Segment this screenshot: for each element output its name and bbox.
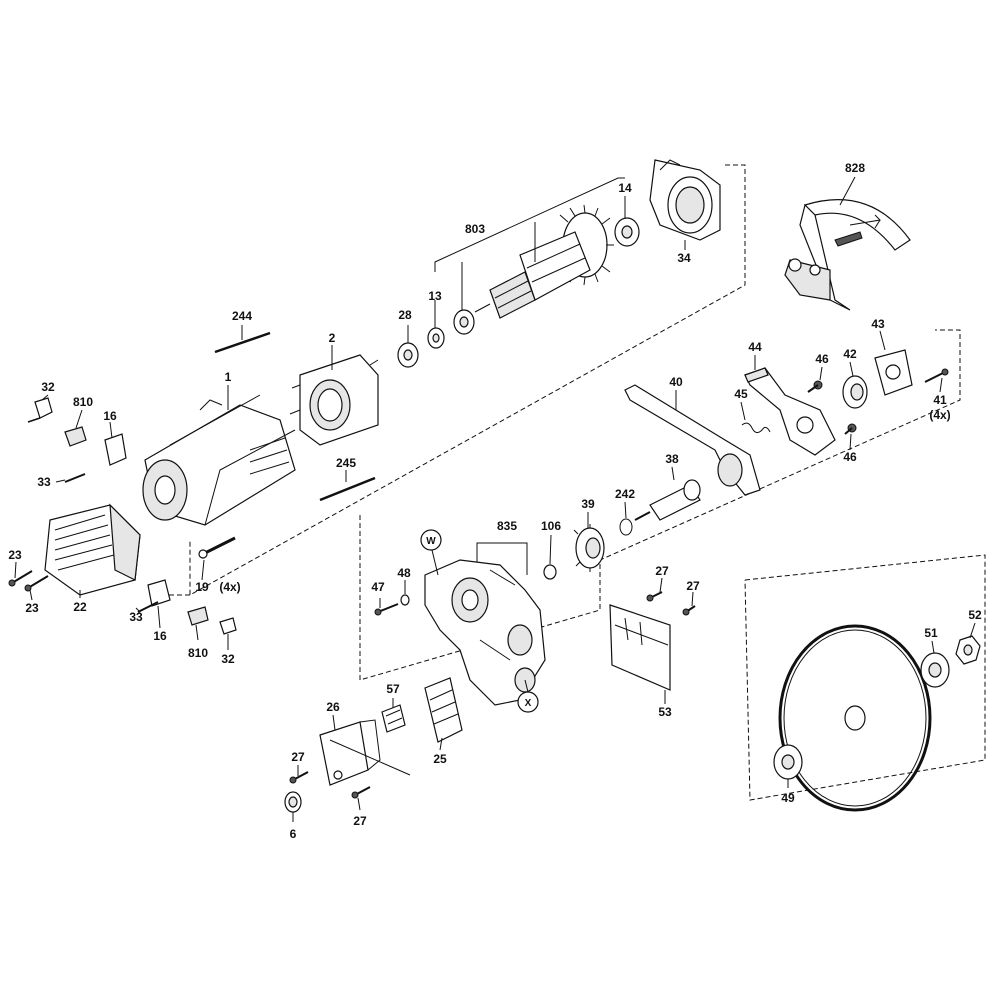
screw-47-washer-48: [374, 594, 410, 616]
cover-plate-part: [609, 604, 671, 691]
label-52: 52: [968, 608, 982, 622]
gear-housing-part: [424, 559, 546, 706]
washer-13-part: [427, 309, 475, 349]
field-coil-part: [289, 354, 379, 446]
brush-assembly-lower: [137, 579, 237, 635]
screw-27-upper: [646, 591, 696, 616]
label-32-upper: 32: [41, 380, 55, 394]
callout-X-text: X: [525, 698, 532, 709]
motor-housing-part: [142, 394, 296, 526]
label-51: 51: [924, 626, 938, 640]
label-23-a: 23: [8, 548, 22, 562]
label-27-b: 27: [686, 579, 700, 593]
label-28: 28: [398, 308, 412, 322]
label-828: 828: [845, 161, 865, 175]
screw-46-parts: [807, 380, 857, 435]
label-40: 40: [669, 375, 683, 389]
label-27-d: 27: [353, 814, 367, 828]
label-39: 39: [581, 497, 595, 511]
gear-part: [573, 524, 605, 572]
label-242: 242: [615, 487, 635, 501]
connector-part: [381, 704, 406, 733]
label-245: 245: [336, 456, 356, 470]
label-19: 19: [195, 580, 209, 594]
label-16-upper: 16: [103, 409, 117, 423]
callout-X: X: [517, 691, 539, 713]
label-48: 48: [397, 566, 411, 580]
label-16-lower: 16: [153, 629, 167, 643]
label-33-upper: 33: [37, 475, 51, 489]
label-44: 44: [748, 340, 762, 354]
brush-housing-part: [649, 159, 721, 241]
label-835: 835: [497, 519, 517, 533]
callout-W-text: W: [426, 536, 436, 547]
pin-245-part: [319, 476, 376, 502]
label-803: 803: [465, 222, 485, 236]
part-number-labels: 828 14 803 34 13 28 244 2 1 32 810 16 33…: [8, 161, 982, 841]
callout-W: W: [420, 529, 442, 551]
bearing-42-part: [842, 375, 868, 409]
cord-guard-part: [284, 791, 302, 813]
armature-part: [474, 204, 614, 319]
label-38: 38: [665, 452, 679, 466]
electronic-module-part: [424, 677, 463, 743]
bearing-28-part: [397, 342, 419, 368]
label-43: 43: [871, 317, 885, 331]
label-41-quantity: (4x): [929, 408, 950, 422]
lever-part: [624, 384, 761, 496]
label-34: 34: [677, 251, 691, 265]
label-47: 47: [371, 580, 385, 594]
nut-part: [955, 635, 981, 665]
screw-19-part: [198, 536, 236, 559]
label-27-c: 27: [291, 750, 305, 764]
bearing-14-part: [614, 217, 640, 247]
label-46-lower: 46: [843, 450, 857, 464]
label-57: 57: [386, 682, 400, 696]
label-53: 53: [658, 705, 672, 719]
label-32-lower: 32: [221, 652, 235, 666]
label-810-lower: 810: [188, 646, 208, 660]
label-49: 49: [781, 791, 795, 805]
label-6: 6: [290, 827, 297, 841]
pin-244-part: [214, 331, 271, 354]
label-2: 2: [329, 331, 336, 345]
inner-flange-part: [920, 652, 950, 688]
saw-blade-part: [778, 624, 932, 812]
screw-27-lower: [289, 771, 371, 799]
label-45: 45: [734, 387, 748, 401]
spring-part: [741, 422, 771, 434]
label-19-quantity: (4x): [219, 580, 240, 594]
label-810-upper: 810: [73, 395, 93, 409]
label-23-b: 23: [25, 601, 39, 615]
screw-41-part: [924, 368, 949, 383]
bearing-plate-part: [874, 349, 913, 396]
switch-part: [319, 719, 381, 786]
label-244: 244: [232, 309, 252, 323]
label-27-a: 27: [655, 564, 669, 578]
label-25: 25: [433, 752, 447, 766]
label-22: 22: [73, 600, 87, 614]
retaining-ring-part: [619, 518, 633, 536]
blade-guard-part: [784, 199, 911, 311]
bushing-part: [543, 564, 557, 580]
label-41: 41: [933, 393, 947, 407]
leader-lines: [14, 176, 976, 822]
label-106: 106: [541, 519, 561, 533]
label-33-lower: 33: [129, 610, 143, 624]
label-13: 13: [428, 289, 442, 303]
screw-23-parts: [8, 570, 49, 592]
spindle-part: [634, 479, 701, 521]
outer-flange-part: [773, 744, 803, 780]
label-14: 14: [618, 181, 632, 195]
guard-lever-part: [744, 367, 836, 456]
label-46-upper: 46: [815, 352, 829, 366]
label-26: 26: [326, 700, 340, 714]
label-42: 42: [843, 347, 857, 361]
motor-cover-part: [44, 503, 141, 596]
brush-assembly-upper: [27, 397, 127, 483]
label-1: 1: [225, 370, 232, 384]
